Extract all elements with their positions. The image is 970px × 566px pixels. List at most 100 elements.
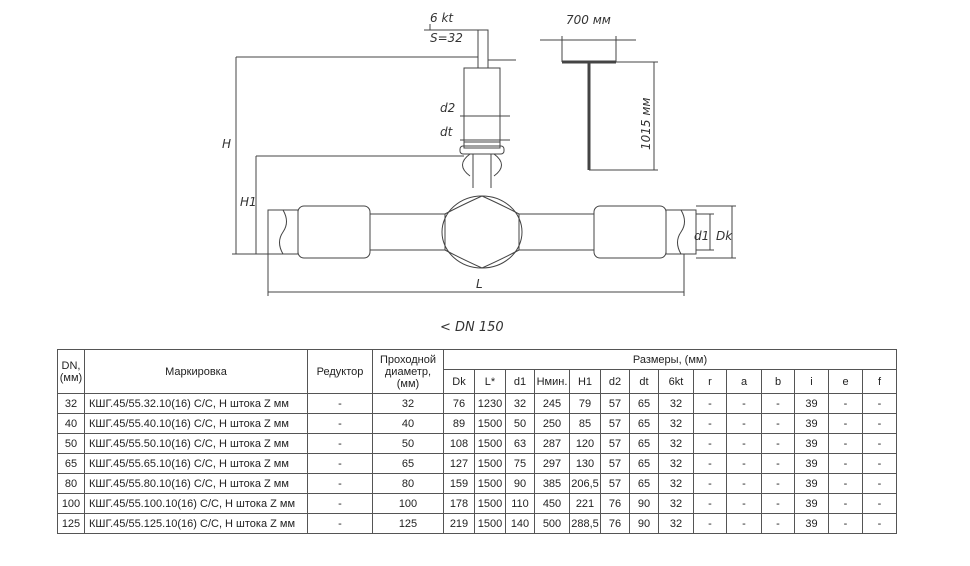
cell-size-value: 76 xyxy=(443,393,475,414)
header-col: a xyxy=(726,369,762,394)
cell-size-value: 32 xyxy=(658,513,694,534)
cell-size-value: 90 xyxy=(629,493,659,514)
valve-drawing: 6 kt S=32 d2 dt H H1 L d1 Dk 700 мм 1015… xyxy=(222,11,736,296)
cell-size-value: 32 xyxy=(658,433,694,454)
cell-size-value: 39 xyxy=(794,473,829,494)
cell-size-value: 1500 xyxy=(474,433,506,454)
cell-size-value: 32 xyxy=(505,393,535,414)
cell-size-value: 39 xyxy=(794,413,829,434)
cell-size-value: 57 xyxy=(600,413,630,434)
label-d2: d2 xyxy=(440,101,455,115)
cell-size-value: - xyxy=(761,513,795,534)
cell-size-value: 57 xyxy=(600,393,630,414)
header-col: e xyxy=(828,369,863,394)
cell-size-value: - xyxy=(862,493,897,514)
cell-size-value: 385 xyxy=(534,473,570,494)
cell-size-value: 1230 xyxy=(474,393,506,414)
cell-size-value: 288,5 xyxy=(569,513,601,534)
cell-size-value: - xyxy=(828,413,863,434)
label-h1: H1 xyxy=(240,195,257,209)
cell-reducer: - xyxy=(307,493,373,514)
cell-size-value: - xyxy=(828,433,863,454)
cell-size-value: 32 xyxy=(658,453,694,474)
cell-size-value: - xyxy=(862,453,897,474)
cell-marking: КШГ.45/55.50.10(16) С/С, Н штока Z мм xyxy=(84,433,308,454)
header-col: Hмин. xyxy=(534,369,570,394)
cell-size-value: 1500 xyxy=(474,493,506,514)
cell-size-value: 219 xyxy=(443,513,475,534)
cell-size-value: 450 xyxy=(534,493,570,514)
cell-dn: 40 xyxy=(57,413,85,434)
label-dt: dt xyxy=(440,125,454,139)
cell-size-value: 1500 xyxy=(474,413,506,434)
header-col: Dk xyxy=(443,369,475,394)
cell-size-value: 39 xyxy=(794,493,829,514)
cell-marking: КШГ.45/55.40.10(16) С/С, Н штока Z мм xyxy=(84,413,308,434)
cell-size-value: - xyxy=(828,453,863,474)
header-reducer: Редуктор xyxy=(307,349,373,394)
header-col: i xyxy=(794,369,829,394)
cell-diameter: 80 xyxy=(372,473,444,494)
cell-size-value: 75 xyxy=(505,453,535,474)
header-sizes: Размеры, (мм) xyxy=(443,349,897,370)
cell-size-value: 85 xyxy=(569,413,601,434)
cell-size-value: 57 xyxy=(600,433,630,454)
cell-size-value: 500 xyxy=(534,513,570,534)
cell-size-value: 57 xyxy=(600,473,630,494)
cell-reducer: - xyxy=(307,473,373,494)
cell-size-value: - xyxy=(862,473,897,494)
cell-size-value: - xyxy=(828,393,863,414)
label-s: S=32 xyxy=(430,31,463,45)
cell-size-value: 110 xyxy=(505,493,535,514)
cell-dn: 65 xyxy=(57,453,85,474)
cell-size-value: 32 xyxy=(658,473,694,494)
header-col: d2 xyxy=(600,369,630,394)
cell-size-value: - xyxy=(828,513,863,534)
cell-size-value: - xyxy=(726,493,762,514)
cell-size-value: 120 xyxy=(569,433,601,454)
cell-size-value: - xyxy=(862,433,897,454)
cell-dn: 125 xyxy=(57,513,85,534)
cell-size-value: - xyxy=(828,493,863,514)
cell-marking: КШГ.45/55.65.10(16) С/С, Н штока Z мм xyxy=(84,453,308,474)
right-sleeve xyxy=(593,205,667,259)
cell-size-value: 65 xyxy=(629,393,659,414)
cell-size-value: 287 xyxy=(534,433,570,454)
label-key-height: 1015 мм xyxy=(639,98,653,150)
cell-diameter: 125 xyxy=(372,513,444,534)
cell-size-value: 206,5 xyxy=(569,473,601,494)
cell-dn: 80 xyxy=(57,473,85,494)
cell-marking: КШГ.45/55.32.10(16) С/С, Н штока Z мм xyxy=(84,393,308,414)
cell-size-value: 245 xyxy=(534,393,570,414)
header-col: L* xyxy=(474,369,506,394)
cell-size-value: 65 xyxy=(629,433,659,454)
cell-dn: 100 xyxy=(57,493,85,514)
cell-size-value: - xyxy=(761,453,795,474)
cell-reducer: - xyxy=(307,393,373,414)
cell-size-value: 76 xyxy=(600,513,630,534)
cell-dn: 50 xyxy=(57,433,85,454)
cell-diameter: 50 xyxy=(372,433,444,454)
label-6kt: 6 kt xyxy=(430,11,454,25)
cell-size-value: - xyxy=(862,393,897,414)
spec-table: DN, (мм) Маркировка Редуктор Проходной д… xyxy=(57,349,897,534)
cell-size-value: 79 xyxy=(569,393,601,414)
header-diameter: Проходной диаметр, (мм) xyxy=(372,349,444,394)
cell-size-value: 221 xyxy=(569,493,601,514)
stem-top xyxy=(477,29,489,69)
label-d1: d1 xyxy=(694,229,709,243)
cell-size-value: 108 xyxy=(443,433,475,454)
cell-diameter: 65 xyxy=(372,453,444,474)
label-key-width: 700 мм xyxy=(566,13,611,27)
cell-size-value: 32 xyxy=(658,413,694,434)
cell-marking: КШГ.45/55.100.10(16) С/С, Н штока Z мм xyxy=(84,493,308,514)
right-pipe xyxy=(518,213,595,251)
cell-reducer: - xyxy=(307,433,373,454)
cell-size-value: 32 xyxy=(658,393,694,414)
cell-size-value: 140 xyxy=(505,513,535,534)
